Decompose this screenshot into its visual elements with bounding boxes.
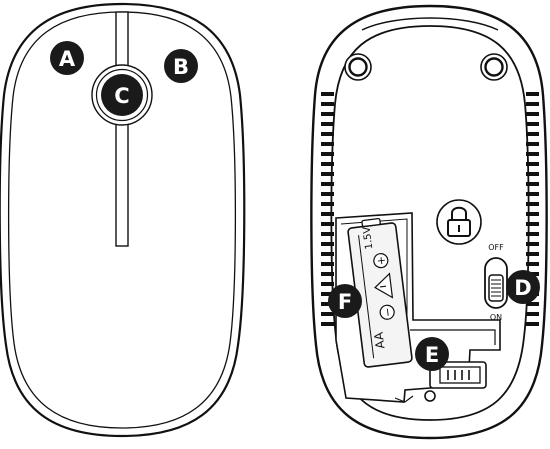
grip-rib-right xyxy=(526,192,539,196)
grip-rib-left xyxy=(321,122,334,126)
grip-rib-right xyxy=(526,152,539,156)
grip-rib-left xyxy=(321,102,334,106)
receiver-slot xyxy=(410,329,496,345)
switch-on-label: ON xyxy=(490,313,502,322)
grip-rib-left xyxy=(321,272,334,276)
grip-rib-right xyxy=(526,222,539,226)
callout-e-label: E xyxy=(425,343,439,367)
grip-rib-right xyxy=(526,202,539,206)
battery-minus-symbol: − xyxy=(381,307,395,318)
grip-rib-left xyxy=(321,302,334,306)
grip-rib-right xyxy=(526,122,539,126)
grip-rib-right xyxy=(526,252,539,256)
callout-d-label: D xyxy=(514,276,531,300)
foot-pad-left xyxy=(348,57,368,77)
aa-battery: AA − + 1.5V xyxy=(347,217,413,368)
grip-rib-left xyxy=(321,112,334,116)
battery-type-label: AA xyxy=(371,330,387,349)
mouse-top-view xyxy=(0,2,246,438)
callout-b-label: B xyxy=(173,55,189,79)
grip-rib-right xyxy=(526,242,539,246)
grip-rib-left xyxy=(321,92,334,96)
grip-rib-left xyxy=(321,312,334,316)
grip-rib-right xyxy=(526,102,539,106)
grip-rib-left xyxy=(321,242,334,246)
foot-pad-right xyxy=(484,57,504,77)
grip-rib-left xyxy=(321,172,334,176)
power-switch: OFF ON xyxy=(484,243,508,322)
callout-a: A xyxy=(50,41,84,75)
grip-rib-left xyxy=(321,182,334,186)
grip-rib-left xyxy=(321,262,334,266)
grip-rib-right xyxy=(526,172,539,176)
battery-voltage-label: 1.5V xyxy=(362,226,376,250)
grip-rib-left xyxy=(321,322,334,326)
grip-rib-left xyxy=(321,292,334,296)
grip-rib-left xyxy=(321,192,334,196)
rear-lip xyxy=(361,17,499,31)
grip-rib-left xyxy=(321,222,334,226)
callout-f-label: F xyxy=(338,290,352,314)
lock-icon xyxy=(436,199,482,245)
switch-off-label: OFF xyxy=(488,243,504,252)
callout-f: F xyxy=(328,284,362,318)
mouse-bottom-view: OFF ON AA − + 1.5V xyxy=(310,4,548,440)
grip-rib-right xyxy=(526,92,539,96)
grip-rib-left xyxy=(321,252,334,256)
receiver-eject-button xyxy=(424,390,436,402)
grip-rib-left xyxy=(321,282,334,286)
grip-rib-right xyxy=(526,262,539,266)
mouse-bottom-body-inner xyxy=(330,25,530,421)
usb-receiver xyxy=(394,361,487,403)
grip-rib-left xyxy=(321,202,334,206)
grip-ribs xyxy=(321,92,539,326)
grip-rib-left xyxy=(321,212,334,216)
grip-rib-left xyxy=(321,152,334,156)
grip-rib-left xyxy=(321,132,334,136)
callout-a-label: A xyxy=(59,47,76,71)
callout-e: E xyxy=(415,337,449,371)
grip-rib-right xyxy=(526,212,539,216)
callout-c-label: C xyxy=(114,84,129,108)
grip-rib-left xyxy=(321,232,334,236)
grip-rib-left xyxy=(321,162,334,166)
mouse-top-body-inner xyxy=(7,11,237,429)
callout-d: D xyxy=(506,270,540,304)
grip-rib-right xyxy=(526,182,539,186)
grip-rib-right xyxy=(526,112,539,116)
grip-rib-right xyxy=(526,142,539,146)
grip-rib-left xyxy=(321,142,334,146)
grip-rib-right xyxy=(526,312,539,316)
grip-rib-right xyxy=(526,302,539,306)
grip-rib-right xyxy=(526,132,539,136)
grip-rib-right xyxy=(526,322,539,326)
grip-rib-right xyxy=(526,232,539,236)
callout-b: B xyxy=(164,49,198,83)
callout-c: C xyxy=(101,74,143,116)
battery-plus-symbol: + xyxy=(374,255,388,266)
button-seam-lower xyxy=(115,119,129,247)
grip-rib-right xyxy=(526,162,539,166)
